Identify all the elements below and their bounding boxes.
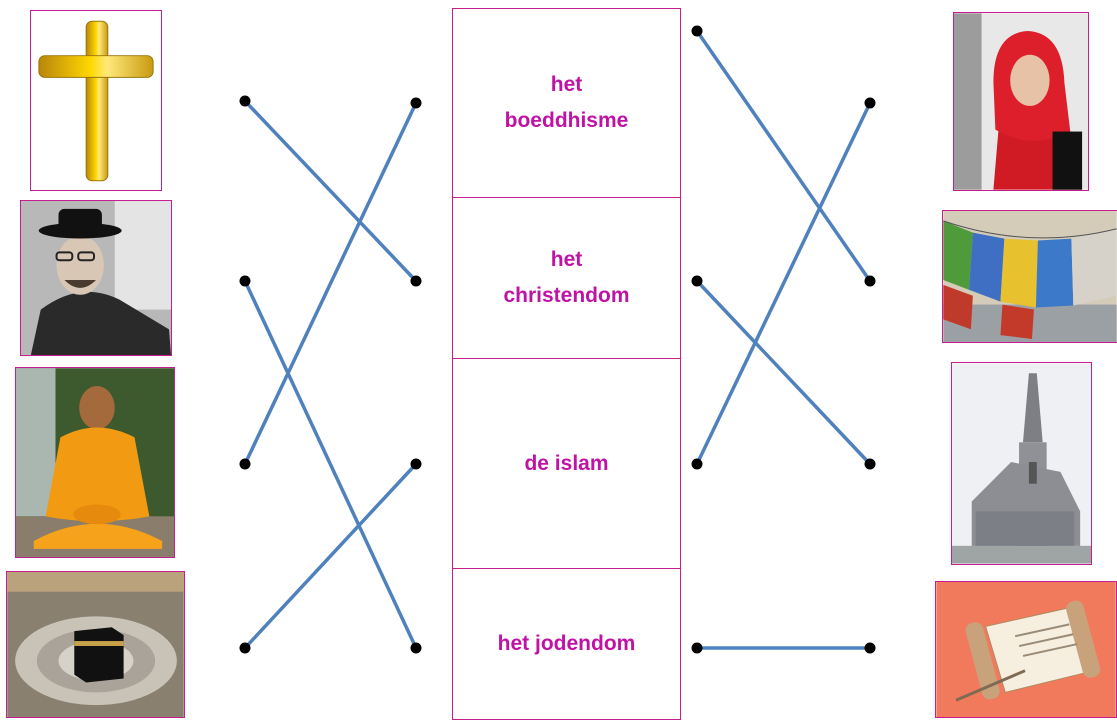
anchor-dot: [410, 458, 422, 470]
hat-icon: [21, 201, 171, 355]
term-boeddhisme-line-2: boeddhisme: [504, 109, 629, 132]
cross-icon: [38, 20, 154, 182]
monk-icon: [16, 368, 174, 557]
woman-in-hijab-picture: [953, 12, 1089, 191]
scroll-icon: [936, 582, 1116, 717]
connection-line: [243, 99, 418, 283]
anchor-dot: [864, 642, 876, 654]
prayer-flags-picture: [942, 210, 1117, 343]
term-christendom: het christendom: [452, 197, 681, 359]
connection-line: [695, 102, 872, 465]
torah-scroll-picture: [935, 581, 1117, 718]
anchor-dot: [691, 25, 703, 37]
hijab-icon: [954, 13, 1088, 190]
anchor-dot: [864, 97, 876, 109]
anchor-dot: [864, 458, 876, 470]
church-picture: [951, 362, 1092, 565]
term-jodendom-line-1: het jodendom: [497, 632, 636, 656]
term-jodendom: het jodendom: [452, 568, 681, 720]
anchor-dot: [239, 642, 251, 654]
term-boeddhisme-line-1: het: [550, 73, 583, 97]
anchor-dot: [410, 97, 422, 109]
connection-line: [243, 102, 418, 465]
anchor-dot: [864, 275, 876, 287]
anchor-dot: [410, 642, 422, 654]
anchor-dot: [410, 275, 422, 287]
flags-icon: [943, 211, 1117, 342]
church-icon: [952, 363, 1091, 564]
term-islam-line-1: de islam: [524, 451, 609, 475]
connection-line: [695, 30, 872, 282]
term-christendom-line-2: christendom: [503, 284, 630, 307]
connection-line: [695, 279, 872, 466]
anchor-dot: [691, 642, 703, 654]
kaaba-mecca-picture: [6, 571, 185, 718]
connection-line: [243, 280, 418, 649]
anchor-dot: [239, 275, 251, 287]
term-christendom-line-1: het: [550, 248, 583, 272]
term-boeddhisme: het boeddhisme: [452, 8, 681, 198]
term-islam: de islam: [452, 358, 681, 569]
anchor-dot: [691, 275, 703, 287]
anchor-dot: [691, 458, 703, 470]
anchor-dot: [239, 458, 251, 470]
connection-line: [243, 462, 418, 650]
kaaba-icon: [7, 572, 184, 717]
cross-picture: [30, 10, 162, 191]
anchor-dot: [239, 95, 251, 107]
orthodox-jewish-man-picture: [20, 200, 172, 356]
buddhist-monk-picture: [15, 367, 175, 558]
